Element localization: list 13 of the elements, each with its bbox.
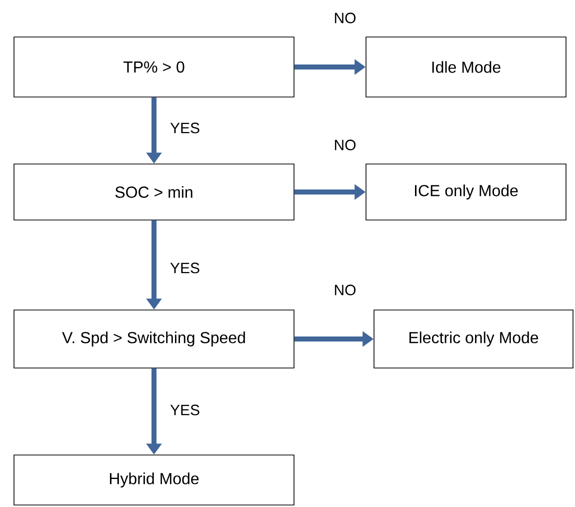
process-box: Idle Mode (366, 36, 566, 98)
process-box: Hybrid Mode (14, 454, 294, 506)
process-box: V. Spd > Switching Speed (14, 310, 294, 368)
process-box: SOC > min (14, 164, 294, 220)
edge-label: YES (169, 404, 201, 416)
process-box: Electric only Mode (374, 310, 574, 368)
edge-label: NO (332, 138, 358, 152)
edge-label: NO (332, 12, 358, 24)
process-box: ICE only Mode (366, 164, 566, 220)
edge-label: YES (169, 122, 201, 134)
process-box: TP% > 0 (14, 36, 294, 98)
edge-label: NO (332, 284, 358, 296)
edge-label: YES (169, 262, 201, 274)
